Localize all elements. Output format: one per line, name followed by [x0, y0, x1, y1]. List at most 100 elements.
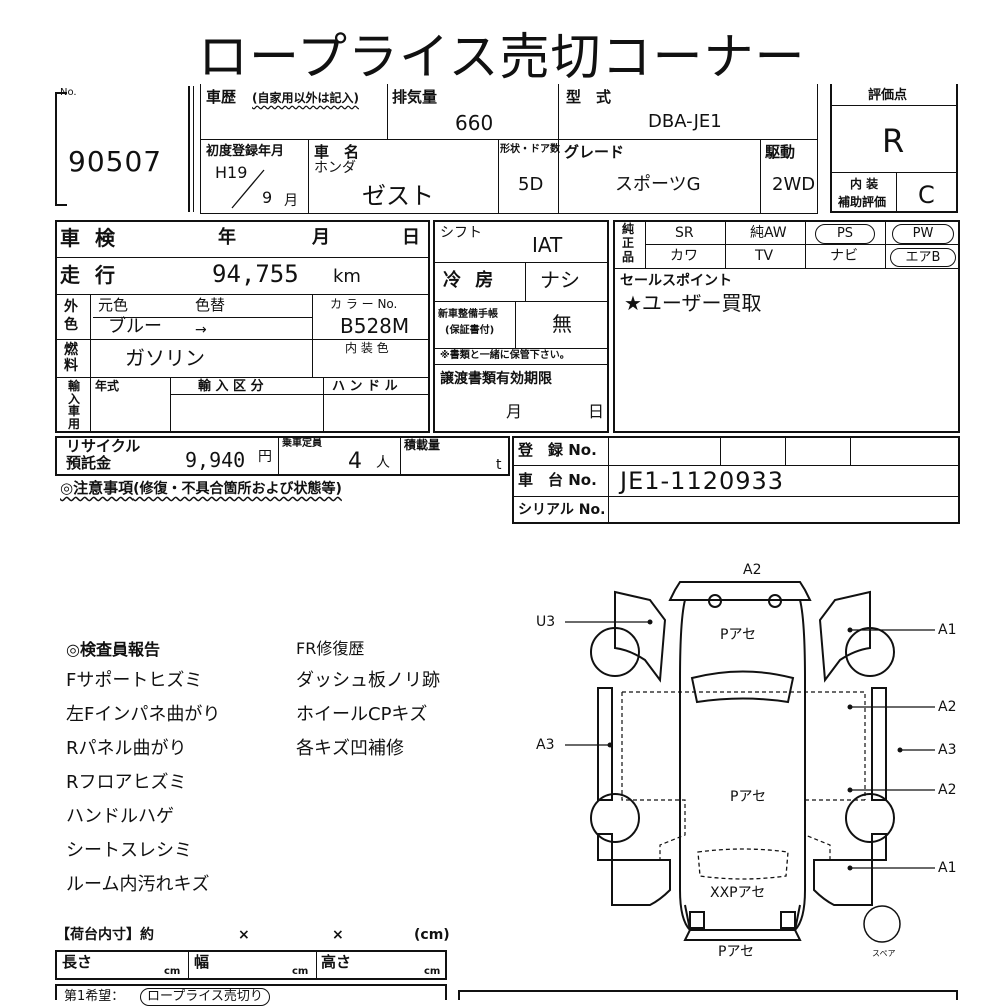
equip-airbag: エアB — [890, 248, 956, 267]
cargo-length-label: 長さ — [62, 953, 93, 971]
registration-box — [512, 436, 960, 524]
displacement-label: 排気量 — [392, 88, 438, 106]
header-col-divider — [387, 84, 388, 139]
col-divider — [805, 220, 806, 268]
equip-tv: TV — [755, 248, 774, 264]
drive-label: 駆動 — [765, 143, 796, 161]
transfer-month: 月 — [506, 402, 523, 421]
col-divider — [608, 436, 609, 524]
diagram-hood-label: Pアセ — [720, 627, 757, 643]
header-col-divider — [760, 139, 761, 214]
recycle-label-1: リサイクル — [66, 437, 141, 455]
equip-leather: カワ — [670, 248, 698, 264]
ac-label: 冷 房 — [443, 270, 498, 291]
color-code-label: カ ラ ー No. — [330, 297, 398, 311]
row-divider — [55, 377, 430, 378]
col-divider — [312, 294, 313, 377]
chassis-label: 車 台 No. — [518, 471, 597, 489]
manual-note: ※書類と一緒に保管下さい。 — [440, 350, 570, 361]
ac-value: ナシ — [540, 268, 580, 292]
ext-change-label: 色替 — [195, 296, 226, 314]
mileage-value: 94,755 — [212, 260, 299, 288]
col-divider — [515, 301, 516, 348]
col-divider — [525, 262, 526, 301]
cargo-width-label: 幅 — [194, 953, 210, 971]
row-divider — [55, 257, 430, 258]
footer-box — [55, 984, 447, 1000]
cargo-cm: cm — [424, 966, 441, 977]
import-year-label: 年式 — [95, 379, 120, 393]
grade-label: グレード — [564, 143, 625, 161]
import-side-label: 輸入車用 — [68, 379, 81, 431]
col-divider — [720, 436, 721, 465]
col-divider — [885, 220, 886, 268]
equip-aw: 純AW — [750, 225, 787, 241]
sales-point-label: セールスポイント — [620, 273, 732, 289]
recycle-unit: 円 — [258, 449, 272, 465]
inspection-day: 日 — [402, 227, 420, 248]
col-divider — [850, 436, 851, 465]
recycle-value: 9,940 — [185, 448, 246, 472]
first-reg-label: 初度登録年月 — [206, 144, 285, 159]
row-divider — [613, 268, 960, 269]
drive-value: 2WD — [772, 174, 816, 195]
mileage-unit: km — [333, 266, 361, 287]
diagram-a3-left-label: A3 — [536, 737, 555, 753]
detail-middle — [433, 220, 609, 433]
cargo-cm: cm — [164, 966, 181, 977]
cargo-cm: cm — [292, 966, 309, 977]
cargo-height-label: 高さ — [321, 953, 352, 971]
report-item: ダッシュ板ノリ跡 — [296, 670, 440, 691]
serial-label: シリアル No. — [518, 502, 606, 518]
history-note: (自家用以外は記入) — [252, 91, 359, 105]
header-grid — [200, 84, 818, 214]
diagram-right-label: A1 — [938, 622, 957, 638]
page-title: ロープライス売切コーナー — [198, 28, 806, 86]
row-divider — [512, 496, 960, 497]
ext-color-side-label: 外色 — [64, 299, 78, 333]
first-reg-slash — [231, 169, 265, 209]
car-name: ゼスト — [362, 182, 434, 210]
first-reg-year: H19 — [215, 163, 248, 182]
row-divider — [170, 394, 430, 395]
footer-value: ロープライス売切り — [140, 988, 270, 1006]
recycle-label-2: 預託金 — [66, 454, 112, 472]
row-divider — [512, 465, 960, 466]
col-divider — [725, 220, 726, 268]
lot-number: 90507 — [68, 145, 163, 178]
report-item: シートスレシミ — [66, 840, 192, 861]
equip-ps: PS — [815, 224, 875, 244]
col-divider — [316, 950, 317, 980]
interior-label-1: 内 装 — [850, 177, 879, 191]
col-divider — [400, 436, 401, 476]
row-divider — [433, 262, 609, 263]
col-divider — [323, 377, 324, 433]
score-label: 評価点 — [868, 88, 908, 103]
col-divider — [170, 377, 171, 433]
first-reg-month-unit: 月 — [284, 193, 298, 209]
displacement-value: 660 — [455, 111, 494, 135]
shift-label: シフト — [440, 225, 482, 241]
lot-bracket — [55, 92, 67, 206]
doors-label: 形状・ドア数 — [500, 144, 560, 155]
grade-value: スポーツG — [615, 174, 701, 195]
score-divider — [830, 105, 958, 106]
row-divider — [93, 317, 312, 318]
footer-right-box — [458, 990, 958, 1000]
lot-bracket-right — [188, 86, 190, 212]
report-item: Rパネル曲がり — [66, 738, 187, 759]
cargo-box — [55, 950, 447, 980]
header-col-divider — [308, 139, 309, 214]
interior-value: C — [918, 181, 935, 209]
caution-label: ◎注意事項(修復・不具合箇所および状態等) — [60, 479, 342, 497]
lot-divider — [193, 86, 194, 212]
cargo-label: 【荷台内寸】約 — [56, 927, 154, 943]
diagram-right-label: A2 — [938, 782, 957, 798]
equip-pw: PW — [892, 224, 954, 244]
diagram-right-label: A1 — [938, 860, 957, 876]
manual-label-1: 新車整備手帳 — [438, 309, 498, 320]
transfer-label: 譲渡書類有効期限 — [440, 371, 552, 387]
interior-label-2: 補助評価 — [838, 195, 887, 209]
equip-sr: SR — [675, 225, 694, 241]
fuel-side-label: 燃料 — [64, 342, 78, 374]
